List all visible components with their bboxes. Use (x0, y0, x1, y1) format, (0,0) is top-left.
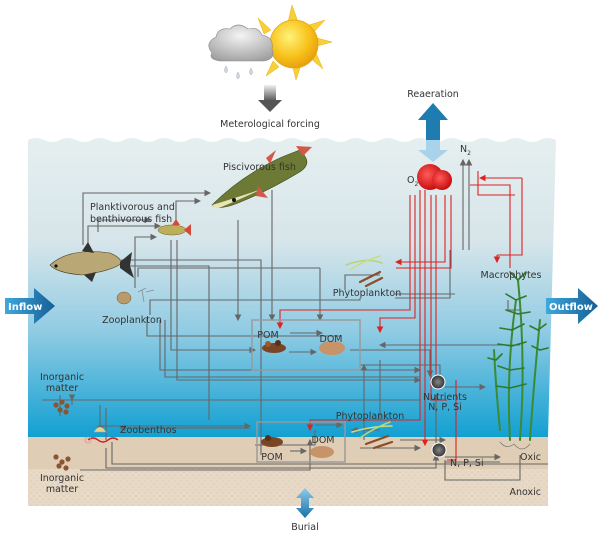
phytoplankton-sediment-label: Phytoplankton (336, 411, 404, 422)
planktivorous-label-1: Planktivorous and (90, 202, 175, 213)
inorganic-sediment-label-2: matter (46, 484, 78, 495)
bream-fish-icon (49, 242, 134, 282)
o2-label: O2 (407, 175, 418, 188)
pom-sediment-icon (261, 435, 283, 447)
pom-dom-sediment-box (256, 421, 346, 463)
pom-water-label: POM (257, 330, 278, 341)
water-column (28, 138, 556, 437)
outflow-arrow-icon (546, 288, 598, 324)
weather-icon (208, 4, 333, 81)
sediment (28, 437, 548, 506)
anoxic-label: Anoxic (509, 487, 541, 498)
zoobenthos-label: Zoobenthos (120, 425, 177, 436)
burial-label: Burial (291, 522, 319, 533)
oxygen-flux-lines (276, 171, 523, 461)
meteo-arrow-icon (258, 85, 282, 112)
macrophytes-label: Macrophytes (481, 270, 542, 281)
dom-sediment-icon (310, 446, 334, 458)
dom-water-label: DOM (320, 334, 343, 345)
oxic-label: Oxic (520, 452, 541, 463)
n2-flux-arrows (459, 158, 473, 250)
reaeration-label: Reaeration (407, 89, 459, 100)
pom-water-icon (262, 340, 286, 353)
flux-lines (42, 189, 548, 481)
outflow-label: Outflow (549, 302, 593, 313)
nutrient-node-water (430, 374, 446, 390)
dom-sediment-label: DOM (312, 435, 335, 446)
raindrops-icon (224, 65, 253, 80)
sediment-anoxic-layer (28, 469, 548, 506)
nutrients-nps-label: N, P, Si (428, 402, 462, 413)
inorganic-water-label-1: Inorganic (40, 372, 84, 383)
phytoplankton-water-label: Phytoplankton (333, 288, 401, 299)
macrophytes-icon (487, 271, 549, 450)
reaeration-arrow-icon (418, 103, 448, 162)
zooplankton-icon (116, 287, 155, 305)
inorganic-sediment-icon (53, 454, 71, 471)
burial-arrow-icon (296, 488, 314, 518)
sediment-nps-label: N, P, Si (450, 458, 484, 469)
phytoplankton-water-icon (345, 255, 384, 288)
planktivorous-label-2: benthivorous fish (90, 214, 172, 225)
pom-sediment-label: POM (261, 452, 282, 463)
zooplankton-label: Zooplankton (102, 315, 162, 326)
pom-dom-water-box (251, 319, 361, 371)
cloud-icon (208, 24, 274, 62)
nutrient-node-sediment (431, 442, 447, 458)
n2-label: N2 (460, 144, 471, 157)
inorganic-water-icon (53, 399, 70, 415)
oxygen-icon (417, 164, 452, 190)
inflow-arrow-icon (5, 288, 55, 324)
nutrients-label: Nutrients (423, 392, 467, 403)
inorganic-water-label-2: matter (46, 383, 78, 394)
planktivorous-fish-icon (157, 219, 191, 236)
piscivorous-label: Piscivorous fish (223, 162, 296, 173)
zoobenthos-icon (84, 426, 119, 444)
water-body (28, 138, 556, 437)
dom-water-icon (319, 341, 345, 355)
sun-icon (257, 4, 333, 81)
inflow-label: Inflow (8, 302, 42, 313)
inorganic-sediment-label-1: Inorganic (40, 473, 84, 484)
meteo-label: Meterological forcing (220, 119, 320, 130)
piscivorous-fish-icon (211, 146, 312, 209)
phytoplankton-sediment-icon (351, 421, 394, 450)
